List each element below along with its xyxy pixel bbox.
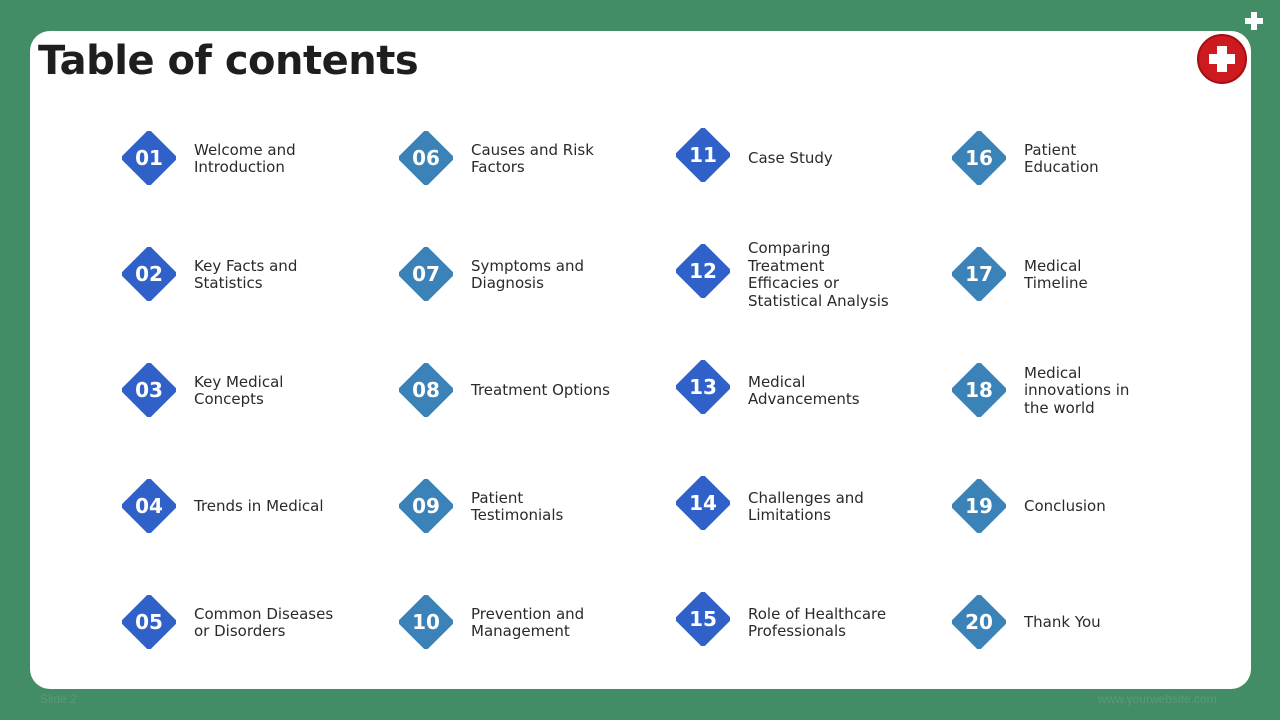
toc-item[interactable]: 06 Causes and Risk Factors [399,119,649,199]
toc-number: 04 [135,494,163,518]
diamond-number-badge: 20 [952,595,1006,649]
toc-label: Thank You [1024,613,1101,632]
diamond-number-badge: 04 [122,479,176,533]
toc-number: 09 [412,494,440,518]
toc-number: 10 [412,610,440,634]
toc-item[interactable]: 19 Conclusion [952,467,1202,547]
toc-number: 18 [965,378,993,402]
website-url: www.yourwebsite.com [1098,692,1217,706]
toc-item[interactable]: 02 Key Facts and Statistics [122,235,372,315]
diamond-number-badge: 02 [122,247,176,301]
diamond-number-badge: 10 [399,595,453,649]
toc-item[interactable]: 05 Common Diseases or Disorders [122,583,372,663]
toc-item[interactable]: 09 Patient Testimonials [399,467,649,547]
toc-number: 13 [689,375,717,399]
toc-item[interactable]: 01 Welcome and Introduction [122,119,372,199]
red-cross-badge [1197,34,1247,84]
toc-number: 14 [689,491,717,515]
toc-number: 16 [965,146,993,170]
toc-label: Causes and Risk Factors [471,140,594,176]
toc-label: Role of Healthcare Professionals [748,604,887,640]
toc-item[interactable]: 12 Comparing Treatment Efficacies or Stat… [676,235,926,315]
toc-number: 07 [412,262,440,286]
toc-number: 06 [412,146,440,170]
toc-label: Symptoms and Diagnosis [471,256,585,292]
diamond-number-badge: 19 [952,479,1006,533]
toc-label: Key Medical Concepts [194,372,284,408]
toc-number: 05 [135,610,163,634]
diamond-number-badge: 18 [952,363,1006,417]
slide-card [30,31,1251,689]
toc-number: 12 [689,259,717,283]
toc-item[interactable]: 08 Treatment Options [399,351,649,431]
medical-cross-icon [1209,46,1235,72]
toc-label: Comparing Treatment Efficacies or Statis… [748,239,889,310]
toc-label: Patient Testimonials [471,488,564,524]
toc-item[interactable]: 15 Role of Healthcare Professionals [676,583,926,663]
toc-item[interactable]: 04 Trends in Medical [122,467,372,547]
diamond-number-badge: 13 [676,360,730,414]
diamond-number-badge: 03 [122,363,176,417]
toc-item[interactable]: 13 Medical Advancements [676,351,926,431]
toc-number: 20 [965,610,993,634]
diamond-number-badge: 09 [399,479,453,533]
slide-number: Slide 2 [40,692,77,706]
diamond-number-badge: 17 [952,247,1006,301]
diamond-number-badge: 05 [122,595,176,649]
toc-label: Treatment Options [471,381,610,400]
toc-item[interactable]: 17 Medical Timeline [952,235,1202,315]
toc-item[interactable]: 11 Case Study [676,119,926,199]
toc-number: 02 [135,262,163,286]
toc-number: 03 [135,378,163,402]
toc-label: Challenges and Limitations [748,488,864,524]
toc-item[interactable]: 16 Patient Education [952,119,1202,199]
diamond-number-badge: 15 [676,592,730,646]
toc-label: Key Facts and Statistics [194,256,298,292]
toc-number: 08 [412,378,440,402]
toc-item[interactable]: 03 Key Medical Concepts [122,351,372,431]
toc-label: Trends in Medical [194,497,324,516]
toc-label: Medical Advancements [748,372,860,408]
toc-number: 11 [689,143,717,167]
toc-item[interactable]: 07 Symptoms and Diagnosis [399,235,649,315]
page-title: Table of contents [38,38,419,84]
diamond-number-badge: 01 [122,131,176,185]
toc-label: Prevention and Management [471,604,585,640]
toc-label: Medical innovations in the world [1024,363,1130,417]
diamond-number-badge: 14 [676,476,730,530]
diamond-number-badge: 06 [399,131,453,185]
toc-number: 17 [965,262,993,286]
diamond-number-badge: 07 [399,247,453,301]
plus-icon [1245,12,1263,30]
diamond-number-badge: 11 [676,128,730,182]
diamond-number-badge: 12 [676,244,730,298]
toc-number: 01 [135,146,163,170]
diamond-number-badge: 16 [952,131,1006,185]
toc-label: Case Study [748,149,833,168]
diamond-number-badge: 08 [399,363,453,417]
toc-item[interactable]: 14 Challenges and Limitations [676,467,926,547]
toc-label: Welcome and Introduction [194,140,296,176]
toc-item[interactable]: 18 Medical innovations in the world [952,351,1202,431]
toc-label: Medical Timeline [1024,256,1088,292]
toc-item[interactable]: 10 Prevention and Management [399,583,649,663]
toc-number: 15 [689,607,717,631]
toc-label: Conclusion [1024,497,1106,516]
toc-label: Common Diseases or Disorders [194,604,334,640]
toc-item[interactable]: 20 Thank You [952,583,1202,663]
toc-number: 19 [965,494,993,518]
toc-label: Patient Education [1024,140,1099,176]
